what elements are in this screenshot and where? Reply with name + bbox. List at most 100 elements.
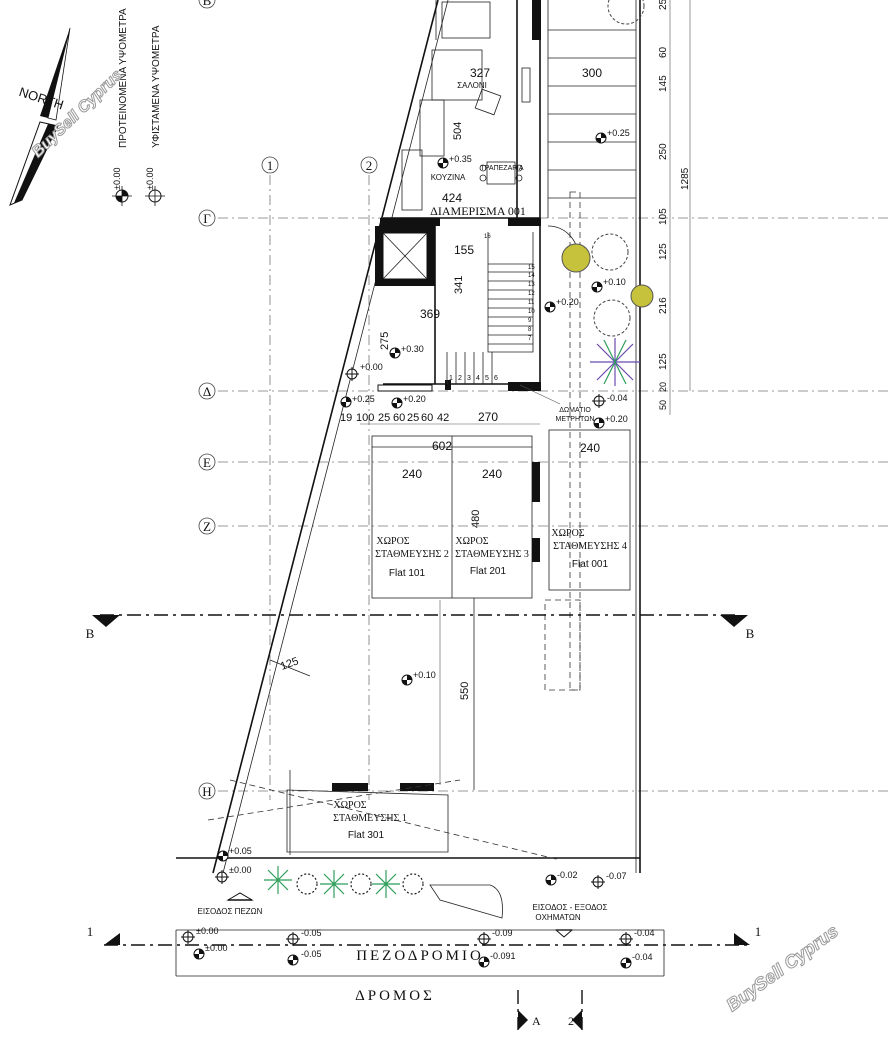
legend-existing-level: ±0.00 <box>145 168 155 190</box>
tree-icon <box>593 299 631 337</box>
dim-480: 480 <box>470 510 482 528</box>
dim-275: 275 <box>379 332 391 350</box>
section-label-b-left: Β <box>86 626 95 641</box>
dim-270: 270 <box>478 410 498 424</box>
meter-room-label-2: ΜΕΤΡΗΤΩΝ <box>556 416 595 423</box>
svg-text:60: 60 <box>658 46 669 58</box>
level-marker: -0.09 <box>477 928 513 946</box>
dim-300: 300 <box>582 66 602 80</box>
sofa <box>431 49 483 101</box>
level-marker: -0.04 <box>592 393 628 408</box>
level-marker: +0.20 <box>593 414 628 429</box>
axis-label-2: 2 <box>366 158 373 173</box>
legend-proposed-level: ±0.00 <box>112 168 122 190</box>
parking-spaces: 602 240 240 240 480 ΧΩΡΟΣ ΣΤΑΘΜΕΥΣΗΣ 2 F… <box>207 429 631 861</box>
stair-core: 15 14 13 12 11 10 9 8 7 16 1 2 3 4 5 6 1… <box>375 226 541 391</box>
entrance-vehicle-line1: ΕΙΣΟΔΟΣ - ΕΞΟΔΟΣ <box>533 903 608 912</box>
svg-text:10: 10 <box>528 309 535 315</box>
svg-text:50: 50 <box>658 400 668 410</box>
level-marker: ±0.00 <box>181 926 218 944</box>
strip-dimensions: 19 100 25 60 25 60 42 270 ΔΩΜΑΤΙΟ ΜΕΤΡΗΤ… <box>340 384 595 425</box>
stair-treads <box>446 232 534 384</box>
north-arrow-head <box>40 28 70 118</box>
apartment-001: 327 ΣΑΛΟΝΙ 504 ΚΟΥΖΙΝΑ ΤΡΑΠΕΖΑΡΙΑ 424 ΔΙ… <box>380 0 541 391</box>
section-label-b-right: Β <box>746 626 755 641</box>
svg-text:-0.04: -0.04 <box>607 393 628 403</box>
side-passage: 300 <box>547 0 671 691</box>
dim-550: 550 <box>459 682 471 700</box>
dim-125: 125 <box>279 655 300 673</box>
parking-space-1 <box>286 789 449 853</box>
parking-3-flat: Flat 201 <box>470 566 507 577</box>
axis-bubble-2 <box>360 156 378 174</box>
svg-text:11: 11 <box>528 300 535 306</box>
dim-327: 327 <box>470 66 490 80</box>
dim-424: 424 <box>442 191 462 205</box>
level-marker: +0.10 <box>591 277 626 293</box>
svg-text:±0.00: ±0.00 <box>229 865 251 875</box>
section-arrow-1-right <box>734 933 750 945</box>
axis-bubble-b <box>198 0 216 9</box>
grid-axes: 1 2 Β Γ Δ Ε Ζ Η <box>198 0 892 800</box>
svg-text:-0.07: -0.07 <box>606 871 627 881</box>
axis-bubble-e <box>198 453 216 471</box>
pavement-label: ΠΕΖΟΔΡΟΜΙΟ <box>356 948 484 964</box>
room-saloni: ΣΑΛΟΝΙ <box>457 81 487 90</box>
level-marker: +0.30 <box>389 344 424 359</box>
driveway: 550 125 <box>269 598 503 919</box>
level-marker: -0.091 <box>478 951 516 968</box>
dim-1285: 1285 <box>680 167 691 190</box>
svg-text:14: 14 <box>528 273 535 279</box>
svg-text:19: 19 <box>340 412 352 424</box>
tree-icon <box>591 233 629 271</box>
svg-text:216: 216 <box>658 297 669 314</box>
svg-text:13: 13 <box>528 282 535 288</box>
svg-text:+0.20: +0.20 <box>403 394 426 404</box>
tree-icon <box>607 0 645 25</box>
entrances: ΕΙΣΟΔΟΣ ΠΕΖΩΝ ΕΙΣΟΔΟΣ - ΕΞΟΔΟΣ ΟΧΗΜΑΤΩΝ <box>198 892 608 938</box>
parking-1-line2: ΣΤΑΘΜΕΥΣΗΣ 1 <box>333 813 407 824</box>
svg-text:-0.05: -0.05 <box>301 928 322 938</box>
level-marker: -0.05 <box>287 949 322 966</box>
section-label-1-left: 1 <box>87 924 94 939</box>
axis-label-z: Ζ <box>203 519 211 534</box>
shrub-yellow-icon <box>561 243 591 273</box>
svg-text:-0.05: -0.05 <box>301 949 322 959</box>
parking-1-line1: ΧΩΡΟΣ <box>333 800 366 811</box>
axis-bubble-z <box>198 517 216 535</box>
axis-label-b: Β <box>203 0 212 8</box>
section-arrow-b-left <box>92 615 120 627</box>
front-hedge <box>264 866 424 898</box>
section-arrow-b-right <box>720 615 748 627</box>
svg-text:250: 250 <box>658 143 669 160</box>
svg-text:1: 1 <box>449 375 453 382</box>
level-marker: +0.10 <box>401 670 436 686</box>
svg-text:+0.20: +0.20 <box>556 297 579 307</box>
dim-602: 602 <box>432 439 452 453</box>
room-kouzina: ΚΟΥΖΙΝΑ <box>431 173 466 182</box>
svg-text:125: 125 <box>658 243 669 260</box>
svg-text:7: 7 <box>528 336 532 342</box>
axis-label-d: Δ <box>203 384 211 399</box>
legend-proposed-symbol <box>112 186 132 206</box>
legend-proposed-text: ΠΡΟΤΕΙΝΟΜΕΝΑ ΥΨΟΜΕΤΡΑ <box>118 8 129 148</box>
dim-155: 155 <box>454 243 474 257</box>
meter-room-label-1: ΔΩΜΑΤΙΟ <box>559 407 591 414</box>
dim-240b: 240 <box>482 467 502 481</box>
axis-label-h: Η <box>202 784 211 799</box>
room-apartment: ΔΙΑΜΕΡΙΣΜΑ 001 <box>430 204 526 218</box>
level-marker: +0.20 <box>544 297 579 313</box>
svg-text:+0.10: +0.10 <box>413 670 436 680</box>
axis-label-g: Γ <box>203 211 211 226</box>
level-marker: ±0.00 <box>215 865 251 884</box>
svg-text:5: 5 <box>485 375 489 382</box>
svg-text:100: 100 <box>356 412 374 424</box>
section-arrow-a <box>518 1010 528 1030</box>
svg-text:4: 4 <box>476 375 480 382</box>
dim-341: 341 <box>453 276 465 294</box>
legend-existing-symbol <box>145 186 165 206</box>
dining-table <box>486 161 516 185</box>
svg-text:-0.04: -0.04 <box>634 928 655 938</box>
legend: ΠΡΟΤΕΙΝΟΜΕΝΑ ΥΨΟΜΕΤΡΑ ΥΦΙΣΤΑΜΕΝΑ ΥΨΟΜΕΤΡ… <box>112 8 165 206</box>
svg-text:+0.00: +0.00 <box>360 362 383 372</box>
